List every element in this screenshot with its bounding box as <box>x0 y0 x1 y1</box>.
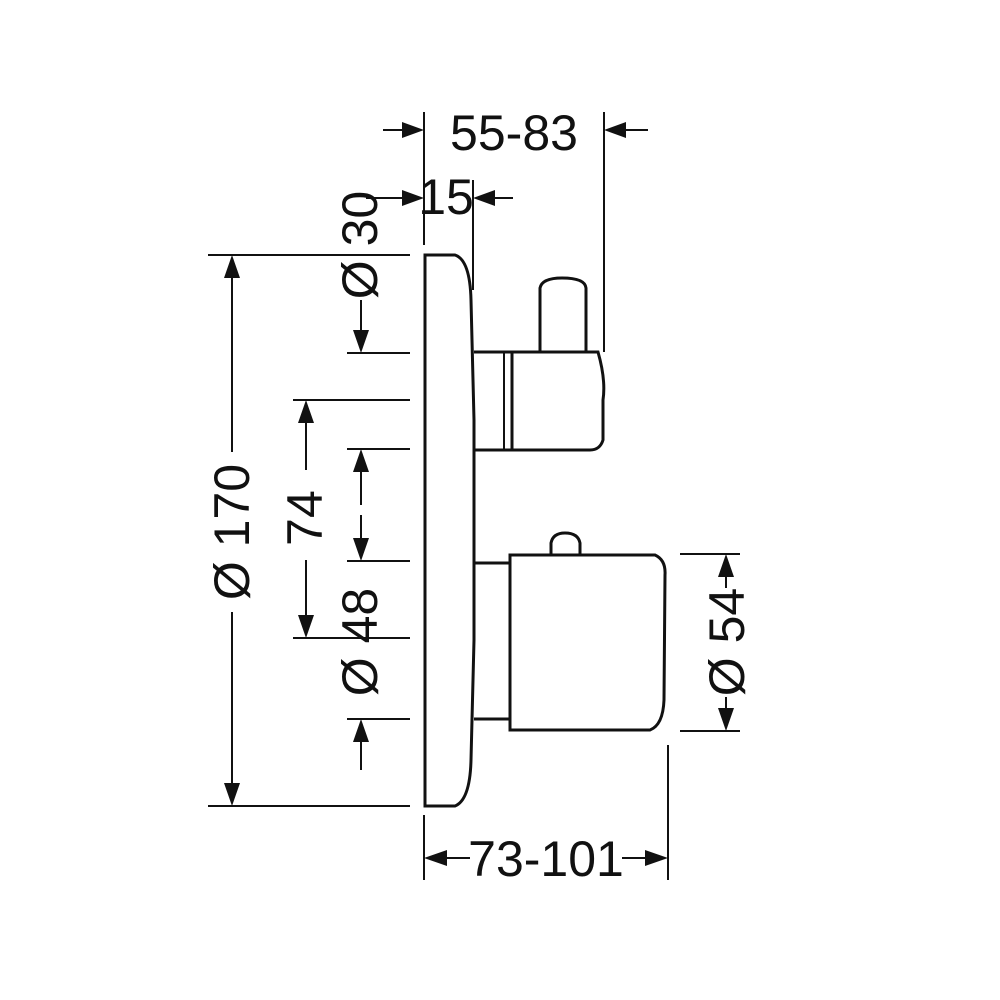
lower-spindle <box>474 561 512 721</box>
dim-label-dia-54: Ø 54 <box>699 588 755 696</box>
upper-lever <box>538 276 588 352</box>
upper-spindle <box>474 350 514 452</box>
dim-label-dia-30: Ø 30 <box>332 191 388 299</box>
dim-label-dia-48: Ø 48 <box>332 588 388 696</box>
part-outline <box>423 253 667 808</box>
dim-label-top-small: 15 <box>418 169 474 225</box>
dimension-labels: 55-83 15 Ø 30 Ø 170 74 Ø 48 Ø 54 73-101 <box>204 105 755 887</box>
dim-label-dia-170: Ø 170 <box>204 464 260 600</box>
wall-plate <box>423 253 476 808</box>
lower-handle-body <box>508 553 667 732</box>
lower-stop <box>549 531 582 555</box>
dim-label-center-distance: 74 <box>277 490 333 546</box>
dim-label-top-span: 55-83 <box>450 105 578 161</box>
upper-handle-body <box>512 350 606 452</box>
dim-label-bottom-span: 73-101 <box>468 831 624 887</box>
dimension-lines <box>208 112 740 880</box>
